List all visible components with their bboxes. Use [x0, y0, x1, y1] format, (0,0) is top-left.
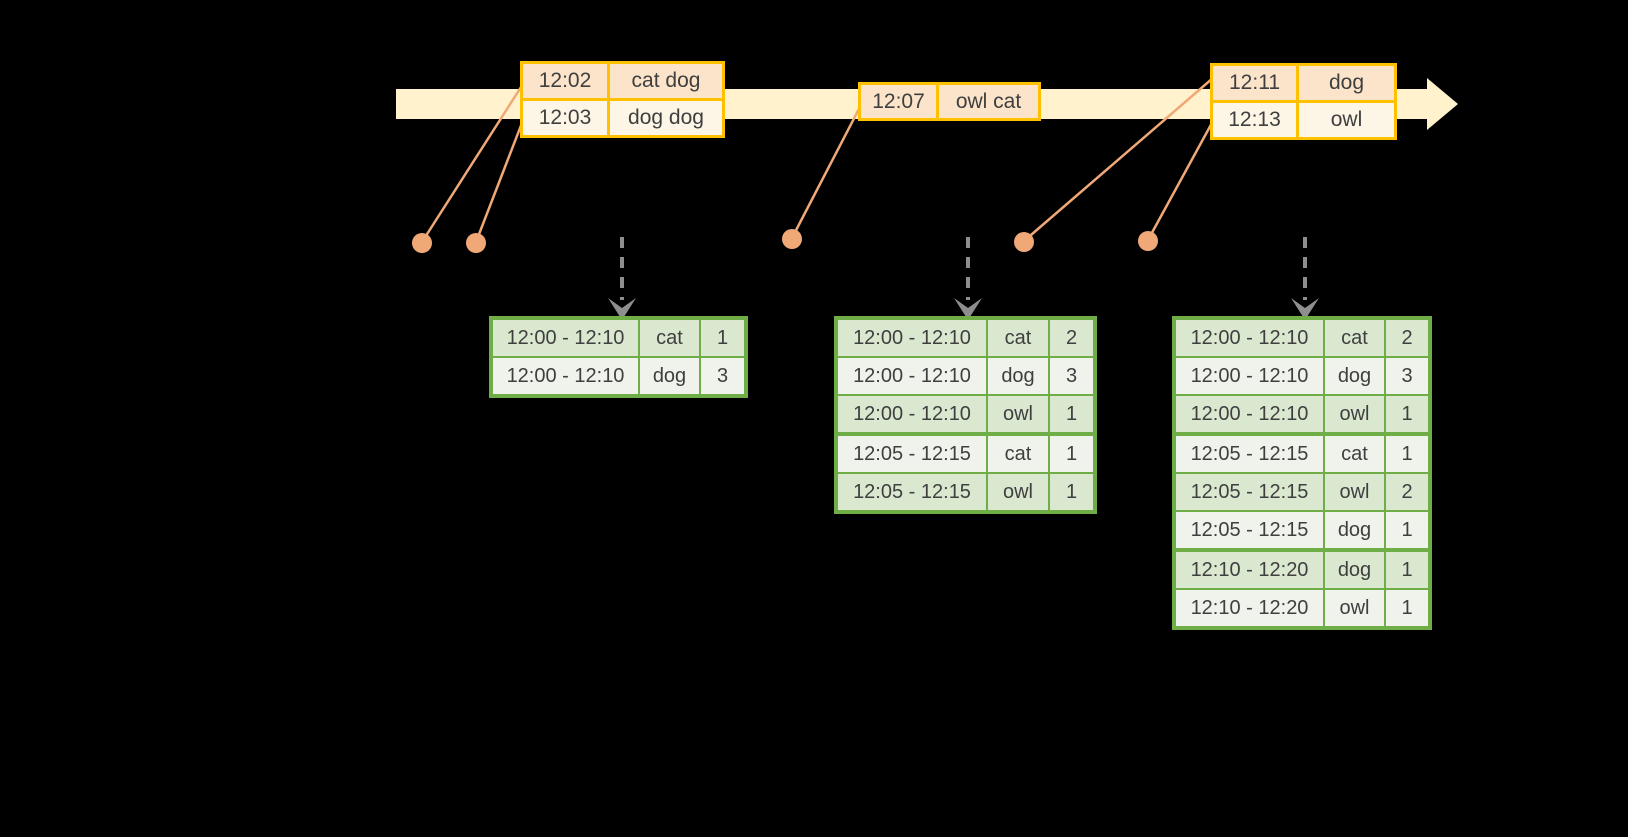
result-table-3: 12:00 - 12:10 cat 2 12:00 - 12:10 dog 3 … — [1172, 316, 1432, 630]
window-cell: 12:00 - 12:10 — [838, 396, 986, 432]
table-row: 12:00 - 12:10 owl 1 — [1176, 396, 1428, 432]
event-dot — [1014, 232, 1034, 252]
window-group: 12:10 - 12:20 dog 1 12:10 - 12:20 owl 1 — [1176, 552, 1428, 626]
count-cell: 1 — [1386, 512, 1428, 548]
table-row: 12:00 - 12:10 dog 3 — [493, 358, 744, 394]
event-words-cell: dog — [1299, 66, 1394, 100]
window-group: 12:05 - 12:15 cat 1 12:05 - 12:15 owl 1 — [838, 436, 1093, 510]
table-row: 12:05 - 12:15 owl 2 — [1176, 474, 1428, 510]
word-cell: cat — [1325, 320, 1384, 356]
count-cell: 1 — [1050, 396, 1093, 432]
word-cell: cat — [640, 320, 699, 356]
window-cell: 12:00 - 12:10 — [1176, 320, 1323, 356]
trigger-arrowhead-icon — [608, 298, 636, 320]
count-cell: 1 — [1050, 436, 1093, 472]
window-cell: 12:05 - 12:15 — [1176, 436, 1323, 472]
word-cell: dog — [1325, 358, 1384, 394]
word-cell: cat — [1325, 436, 1384, 472]
trigger-arrowhead-icon — [1291, 298, 1319, 320]
window-group: 12:00 - 12:10 cat 2 12:00 - 12:10 dog 3 … — [1176, 320, 1428, 432]
window-group: 12:00 - 12:10 cat 1 12:00 - 12:10 dog 3 — [493, 320, 744, 394]
count-cell: 3 — [1386, 358, 1428, 394]
word-cell: owl — [988, 474, 1048, 510]
count-cell: 1 — [1386, 590, 1428, 626]
result-table-2: 12:00 - 12:10 cat 2 12:00 - 12:10 dog 3 … — [834, 316, 1097, 514]
window-cell: 12:00 - 12:10 — [1176, 396, 1323, 432]
table-row: 12:00 - 12:10 cat 2 — [838, 320, 1093, 356]
window-cell: 12:00 - 12:10 — [493, 320, 638, 356]
count-cell: 3 — [1050, 358, 1093, 394]
count-cell: 3 — [701, 358, 744, 394]
table-row: 12:00 - 12:10 dog 3 — [1176, 358, 1428, 394]
event-dot — [782, 229, 802, 249]
trigger-arrowhead-icon — [954, 298, 982, 320]
event-line — [790, 104, 863, 239]
event-table-2: 12:07 owl cat — [858, 82, 1041, 121]
word-cell: dog — [1325, 512, 1384, 548]
event-words-cell: cat dog — [610, 64, 722, 98]
event-line — [1146, 120, 1215, 241]
event-words-cell: owl cat — [939, 85, 1038, 118]
window-cell: 12:05 - 12:15 — [838, 474, 986, 510]
event-line — [1023, 77, 1214, 242]
count-cell: 2 — [1050, 320, 1093, 356]
event-table-1: 12:02 cat dog 12:03 dog dog — [520, 61, 725, 138]
timeline-arrowhead-icon — [1427, 78, 1458, 130]
event-line — [474, 122, 524, 243]
table-row: 12:10 - 12:20 dog 1 — [1176, 552, 1428, 588]
window-cell: 12:05 - 12:15 — [838, 436, 986, 472]
event-time-cell: 12:11 — [1213, 66, 1296, 100]
event-time-cell: 12:13 — [1213, 103, 1296, 137]
window-cell: 12:00 - 12:10 — [1176, 358, 1323, 394]
event-table-3: 12:11 dog 12:13 owl — [1210, 63, 1397, 140]
table-row: 12:05 - 12:15 cat 1 — [838, 436, 1093, 472]
event-time-cell: 12:07 — [861, 85, 936, 118]
table-row: 12:10 - 12:20 owl 1 — [1176, 590, 1428, 626]
window-cell: 12:10 - 12:20 — [1176, 552, 1323, 588]
window-cell: 12:00 - 12:10 — [493, 358, 638, 394]
count-cell: 1 — [1386, 396, 1428, 432]
window-cell: 12:05 - 12:15 — [1176, 512, 1323, 548]
word-cell: dog — [988, 358, 1048, 394]
event-time-cell: 12:02 — [523, 64, 607, 98]
event-time-cell: 12:03 — [523, 101, 607, 135]
event-words-cell: owl — [1299, 103, 1394, 137]
table-row: 12:05 - 12:15 cat 1 — [1176, 436, 1428, 472]
table-row: 12:00 - 12:10 cat 1 — [493, 320, 744, 356]
table-row: 12:00 - 12:10 dog 3 — [838, 358, 1093, 394]
count-cell: 1 — [1050, 474, 1093, 510]
window-cell: 12:10 - 12:20 — [1176, 590, 1323, 626]
event-dot — [466, 233, 486, 253]
count-cell: 1 — [1386, 552, 1428, 588]
count-cell: 1 — [1386, 436, 1428, 472]
result-table-1: 12:00 - 12:10 cat 1 12:00 - 12:10 dog 3 — [489, 316, 748, 398]
count-cell: 1 — [701, 320, 744, 356]
window-cell: 12:00 - 12:10 — [838, 320, 986, 356]
event-words-cell: dog dog — [610, 101, 722, 135]
word-cell: dog — [1325, 552, 1384, 588]
event-dot — [412, 233, 432, 253]
table-row: 12:05 - 12:15 dog 1 — [1176, 512, 1428, 548]
table-row: 12:00 - 12:10 owl 1 — [838, 396, 1093, 432]
word-cell: cat — [988, 320, 1048, 356]
event-line — [420, 83, 525, 243]
table-row: 12:00 - 12:10 cat 2 — [1176, 320, 1428, 356]
window-cell: 12:00 - 12:10 — [838, 358, 986, 394]
word-cell: cat — [988, 436, 1048, 472]
word-cell: owl — [1325, 474, 1384, 510]
count-cell: 2 — [1386, 320, 1428, 356]
word-cell: owl — [988, 396, 1048, 432]
word-cell: dog — [640, 358, 699, 394]
table-row: 12:05 - 12:15 owl 1 — [838, 474, 1093, 510]
count-cell: 2 — [1386, 474, 1428, 510]
window-group: 12:00 - 12:10 cat 2 12:00 - 12:10 dog 3 … — [838, 320, 1093, 432]
window-cell: 12:05 - 12:15 — [1176, 474, 1323, 510]
word-cell: owl — [1325, 396, 1384, 432]
window-group: 12:05 - 12:15 cat 1 12:05 - 12:15 owl 2 … — [1176, 436, 1428, 548]
event-dot — [1138, 231, 1158, 251]
word-cell: owl — [1325, 590, 1384, 626]
